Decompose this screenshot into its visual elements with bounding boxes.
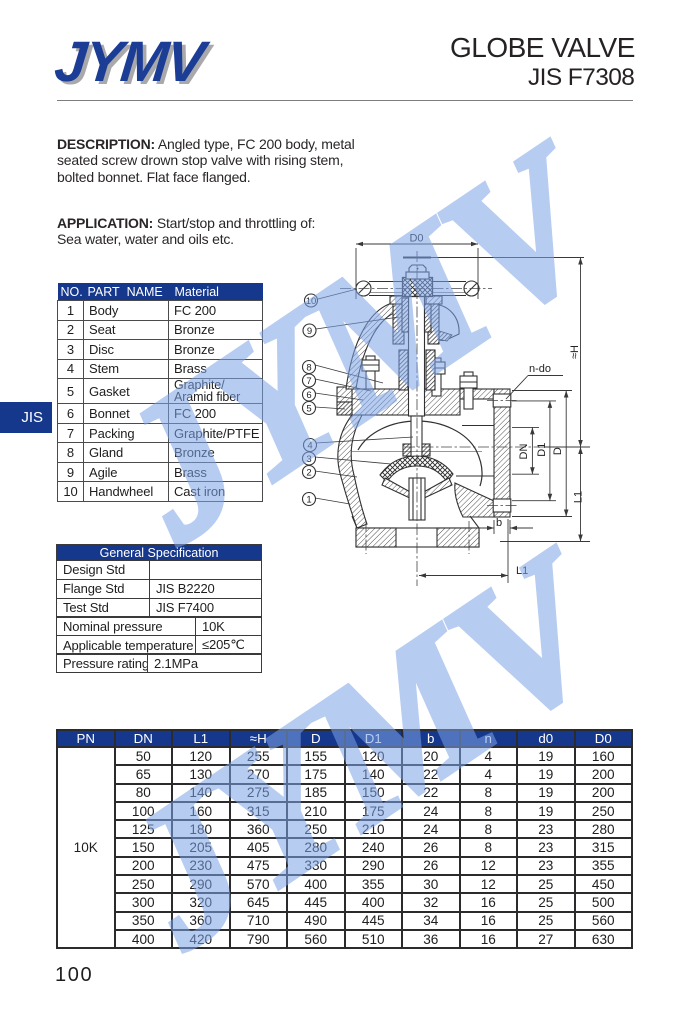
svg-text:6: 6: [306, 390, 311, 401]
svg-text:4: 4: [307, 440, 312, 451]
svg-text:10: 10: [306, 296, 317, 307]
svg-text:D0: D0: [409, 233, 423, 245]
svg-text:8: 8: [306, 362, 311, 373]
svg-text:D1: D1: [536, 443, 548, 457]
svg-text:2: 2: [306, 467, 311, 478]
svg-text:n-do: n-do: [529, 363, 551, 375]
svg-text:≈H: ≈H: [569, 345, 581, 359]
svg-text:5: 5: [306, 403, 311, 414]
svg-text:b: b: [496, 517, 502, 529]
svg-text:D: D: [552, 447, 564, 455]
svg-text:9: 9: [307, 326, 312, 337]
svg-text:L1: L1: [516, 565, 528, 577]
svg-text:DN: DN: [518, 444, 530, 460]
svg-text:L1: L1: [573, 491, 585, 503]
svg-text:1: 1: [306, 494, 311, 505]
svg-text:7: 7: [306, 376, 311, 387]
svg-text:3: 3: [306, 454, 311, 465]
